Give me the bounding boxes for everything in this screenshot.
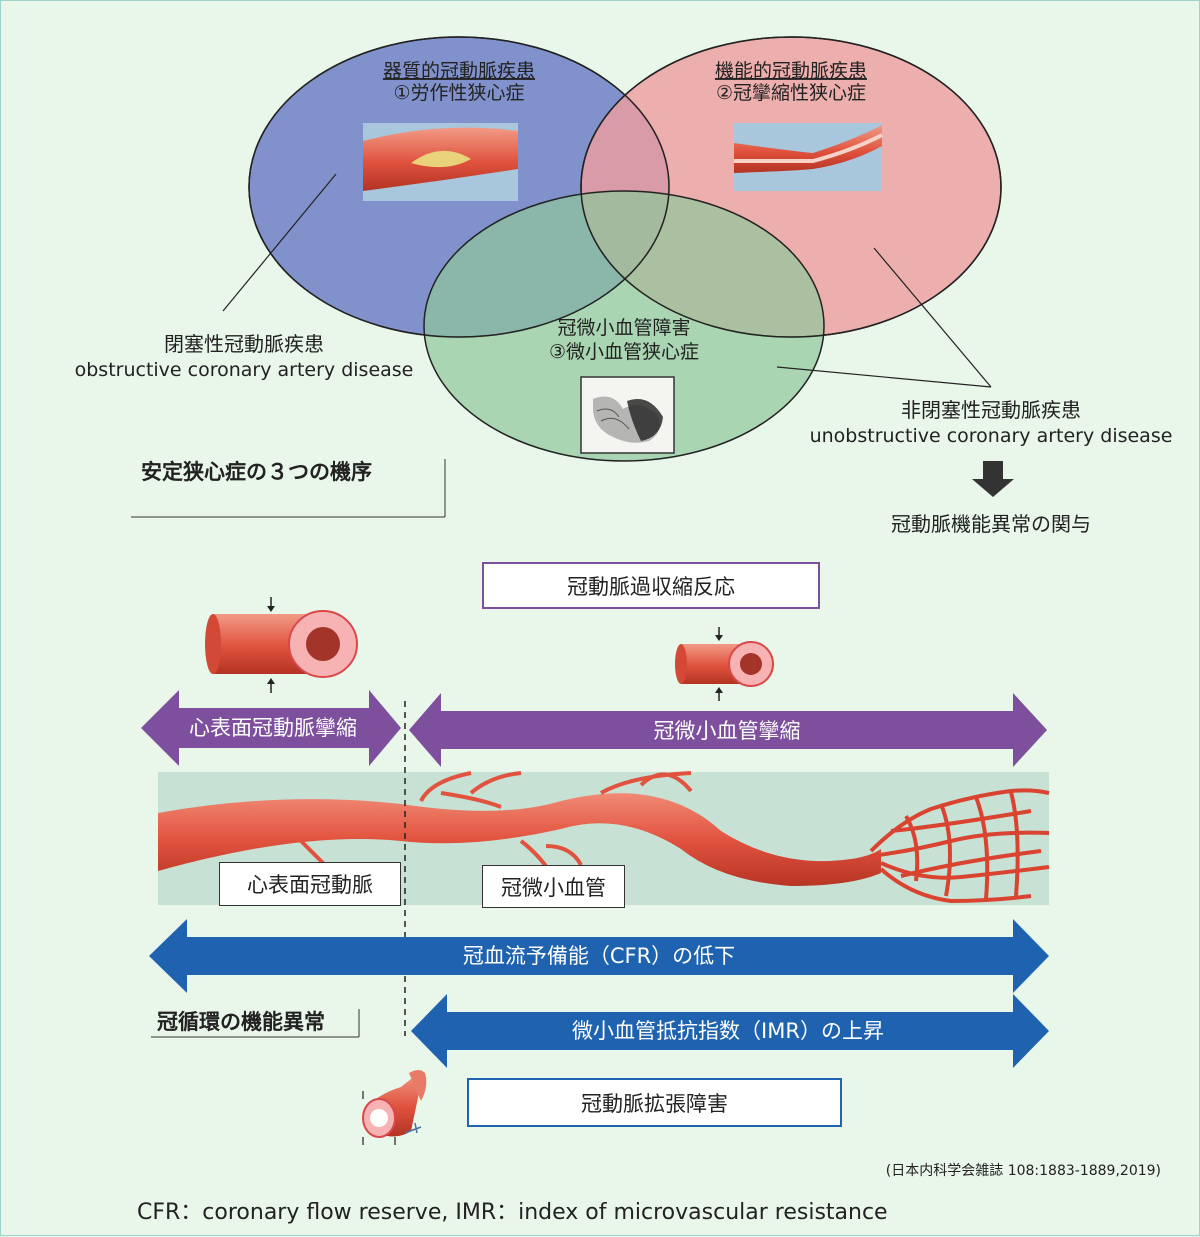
- epicardial-spasm-label: 心表面冠動脈攣縮: [189, 716, 357, 740]
- mechanism-title-box: [131, 459, 446, 518]
- cfr-arrow: [149, 919, 1049, 993]
- citation: (日本内科学会雑誌 108:1883-1889,2019): [886, 1163, 1161, 1179]
- microvessel-photo: [580, 376, 675, 454]
- dilated-tube-icon: [362, 1070, 427, 1145]
- unobstructive-pointer-b: [776, 366, 992, 388]
- hypercontraction-label: 冠動脈過収縮反応: [567, 574, 735, 599]
- micro-title: 冠微小血管障害: [557, 317, 690, 339]
- obstructive-pointer: [222, 173, 337, 312]
- dilation-disorder-box: 冠動脈拡張障害: [467, 1078, 842, 1127]
- microvessel-label: 冠微小血管: [501, 875, 606, 900]
- obstructive-label-en: obstructive coronary artery disease: [75, 359, 414, 381]
- dilation-disorder-label: 冠動脈拡張障害: [581, 1091, 728, 1116]
- unobstructive-label-jp: 非閉塞性冠動脈疾患: [901, 398, 1081, 422]
- functional-abnormality-box: [151, 1009, 360, 1038]
- microvascular-spasm-label: 冠微小血管攣縮: [654, 719, 801, 743]
- functional-title: 機能的冠動脈疾患: [715, 60, 867, 82]
- involvement-label: 冠動脈機能異常の関与: [891, 512, 1091, 536]
- spasm-illustration: [733, 123, 883, 191]
- epicardial-artery-label: 心表面冠動脈: [247, 873, 373, 897]
- imr-label: 微小血管抵抗指数（IMR）の上昇: [572, 1019, 884, 1043]
- micro-circle: [423, 190, 825, 462]
- down-arrow-icon: [972, 461, 1014, 497]
- organic-subtitle: ①労作性狭心症: [393, 82, 524, 104]
- obstructive-label-jp: 閉塞性冠動脈疾患: [164, 332, 324, 356]
- unobstructive-label-en: unobstructive coronary artery disease: [810, 425, 1173, 447]
- stenosis-illustration: [363, 123, 518, 201]
- footnote: CFR：coronary flow reserve, IMR：index of …: [137, 1200, 888, 1225]
- microvascular-spasm-arrow: [409, 693, 1047, 767]
- unobstructive-pointer-a: [873, 247, 992, 388]
- micro-subtitle: ③微小血管狭心症: [549, 341, 699, 363]
- hypercontraction-box: 冠動脈過収縮反応: [482, 562, 820, 609]
- functional-abnormality-label: 冠循環の機能異常: [157, 1010, 325, 1034]
- functional-subtitle: ②冠攣縮性狭心症: [716, 82, 866, 104]
- mechanism-title: 安定狭心症の３つの機序: [141, 460, 372, 484]
- epicardial-tube-icon: [205, 597, 358, 693]
- microvessel-tube-icon: [675, 627, 774, 701]
- organic-title: 器質的冠動脈疾患: [383, 60, 535, 82]
- cfr-label: 冠血流予備能（CFR）の低下: [463, 944, 735, 968]
- epicardial-artery-box: 心表面冠動脈: [219, 862, 401, 906]
- imr-arrow: [411, 994, 1049, 1068]
- epicardial-spasm-arrow: [141, 690, 401, 766]
- microvessel-box: 冠微小血管: [482, 865, 625, 908]
